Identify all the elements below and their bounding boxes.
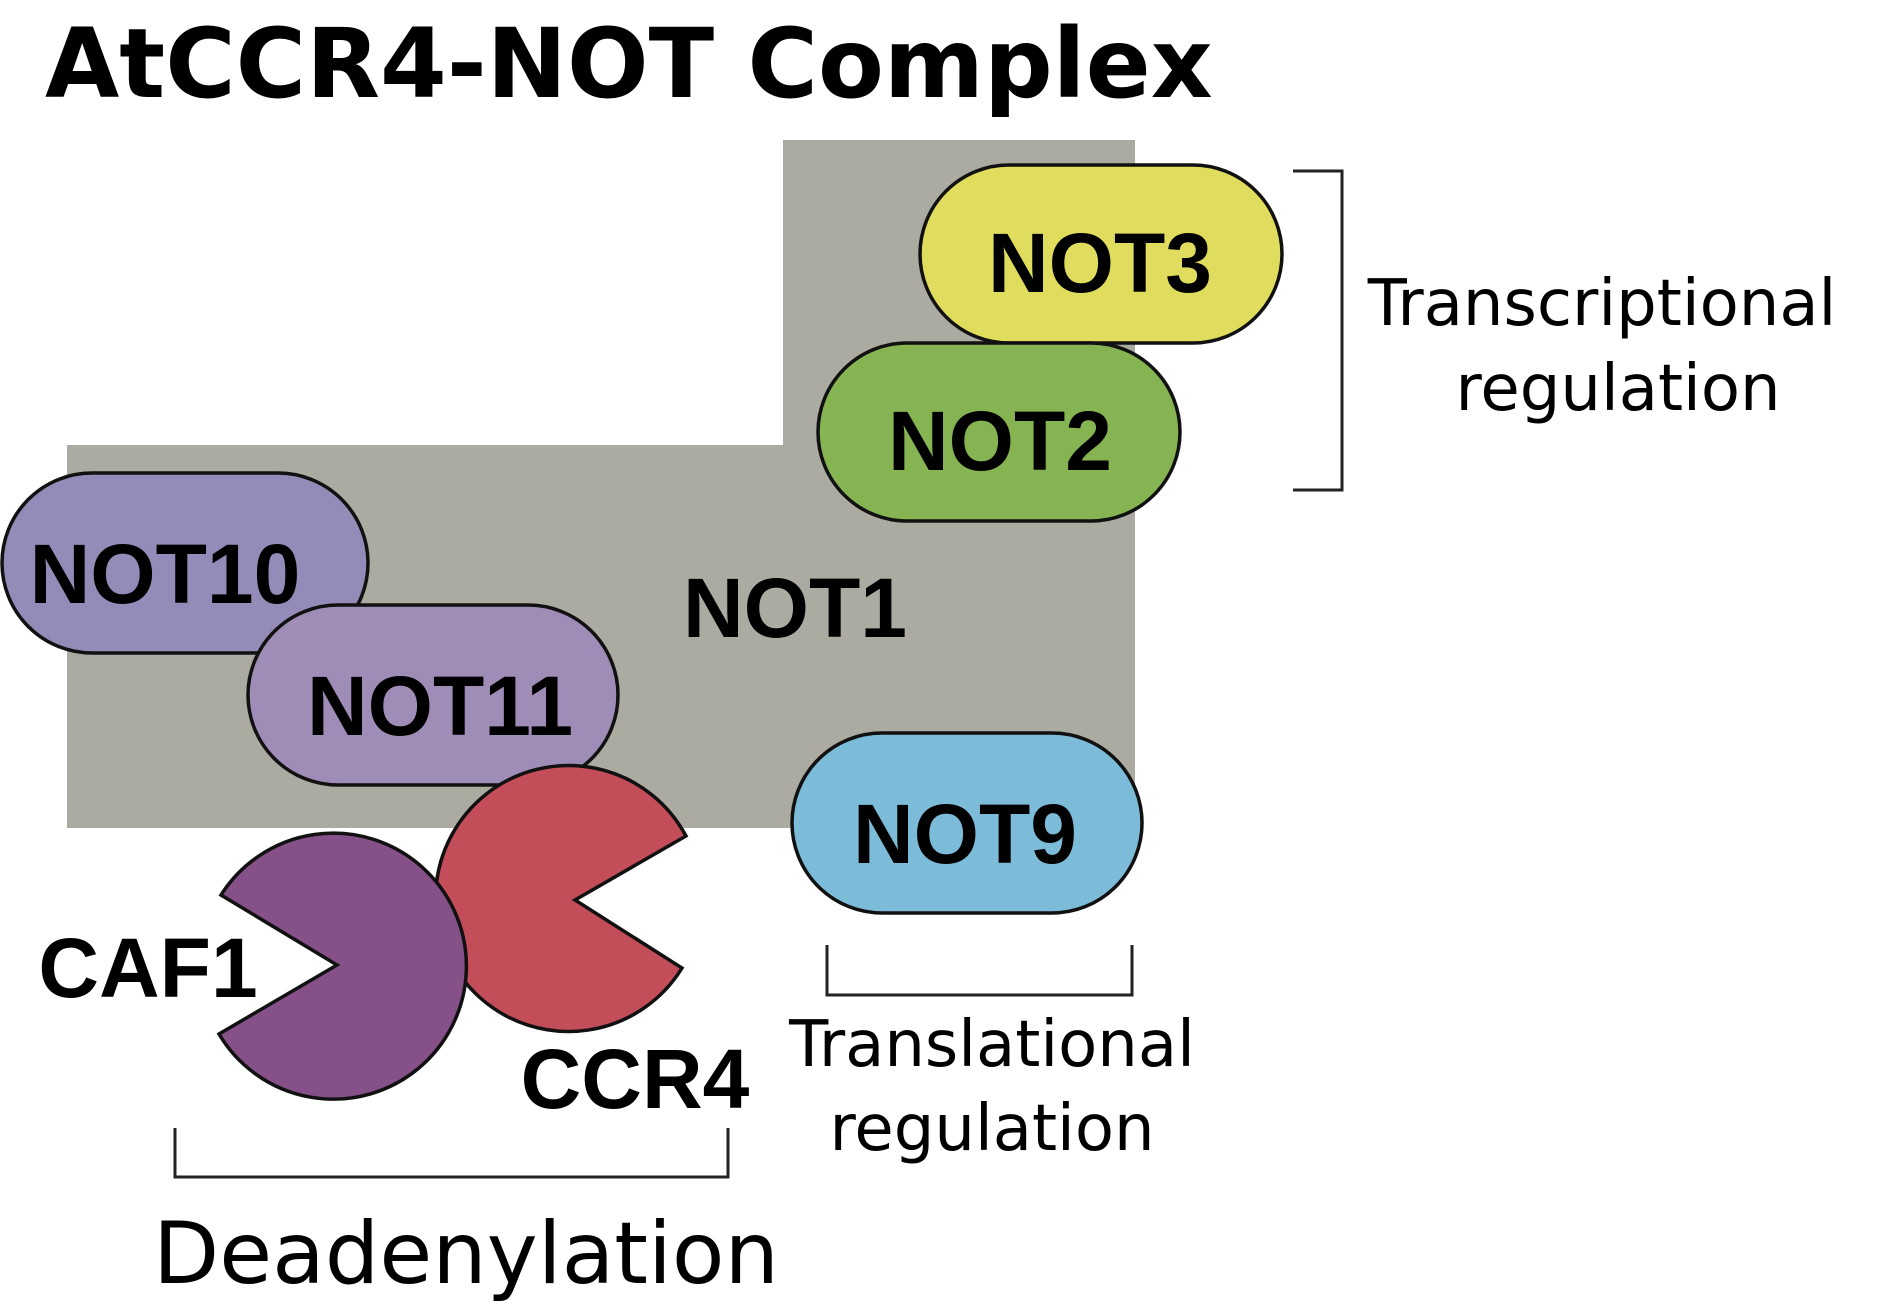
not3-label: NOT3: [988, 216, 1212, 310]
translational-label-line1: Translational: [788, 1008, 1195, 1082]
translational-bracket: [825, 945, 1134, 997]
not1-label: NOT1: [683, 561, 907, 655]
not10-subunit: [0, 471, 370, 655]
not11-subunit: [246, 603, 620, 787]
deadenylation-bracket: [173, 1128, 730, 1179]
caf1-label: CAF1: [38, 921, 257, 1015]
caf1-enzyme: [216, 831, 469, 1101]
translational-label-line2: regulation: [829, 1092, 1154, 1166]
ccr4-enzyme: [433, 763, 689, 1034]
ccr4-label: CCR4: [521, 1032, 750, 1126]
not11-label: NOT11: [307, 659, 573, 753]
diagram-title: AtCCR4-NOT Complex: [45, 8, 1213, 120]
transcriptional-label-line1: Transcriptional: [1367, 267, 1837, 341]
not2-label: NOT2: [888, 394, 1112, 488]
transcriptional-bracket: [1293, 169, 1344, 492]
deadenylation-label: Deadenylation: [153, 1204, 779, 1304]
not9-label: NOT9: [853, 787, 1077, 881]
not10-label: NOT10: [30, 527, 301, 621]
not9-subunit: [790, 731, 1144, 915]
not2-subunit: [816, 341, 1182, 523]
transcriptional-label-line2: regulation: [1455, 352, 1780, 426]
